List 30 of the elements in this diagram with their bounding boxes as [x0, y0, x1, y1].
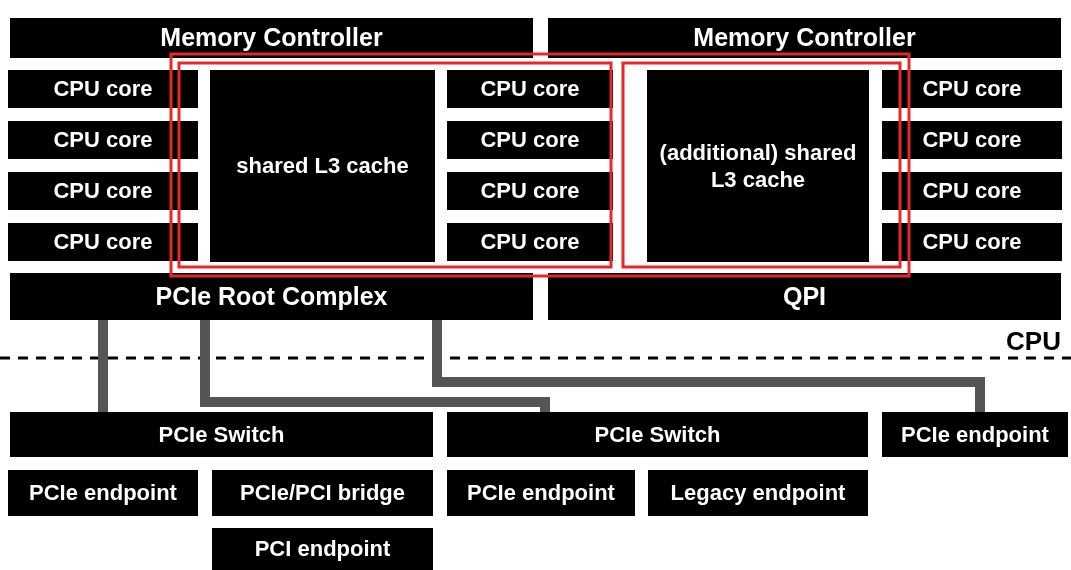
component-block: CPU core — [447, 172, 613, 210]
component-block: CPU core — [447, 121, 613, 159]
component-block: Memory Controller — [10, 18, 533, 58]
component-block: PCIe Switch — [447, 412, 868, 457]
component-block: PCIe endpoint — [447, 470, 635, 516]
component-block: CPU core — [447, 70, 613, 108]
component-block: PCIe endpoint — [8, 470, 198, 516]
component-block: Memory Controller — [548, 18, 1061, 58]
component-block: PCI endpoint — [212, 528, 433, 570]
component-block: CPU core — [882, 223, 1062, 261]
component-block: CPU core — [8, 121, 198, 159]
component-block: PCIe Root Complex — [10, 273, 533, 320]
component-block: CPU core — [447, 223, 613, 261]
component-block: CPU core — [8, 223, 198, 261]
bus-line — [98, 320, 108, 412]
component-block: CPU core — [8, 172, 198, 210]
bus-line — [432, 320, 985, 412]
component-block: CPU core — [882, 70, 1062, 108]
component-block: CPU core — [8, 70, 198, 108]
component-block: (additional) shared L3 cache — [647, 70, 869, 262]
component-block: PCIe Switch — [10, 412, 433, 457]
bus-line — [200, 320, 550, 412]
component-block: PCIe/PCI bridge — [212, 470, 433, 516]
component-block: QPI — [548, 273, 1061, 320]
component-block: shared L3 cache — [210, 70, 435, 262]
component-block: PCIe endpoint — [882, 412, 1068, 457]
component-block: Legacy endpoint — [648, 470, 868, 516]
component-block: CPU core — [882, 172, 1062, 210]
region-label: CPU — [1006, 325, 1061, 358]
component-block: CPU core — [882, 121, 1062, 159]
